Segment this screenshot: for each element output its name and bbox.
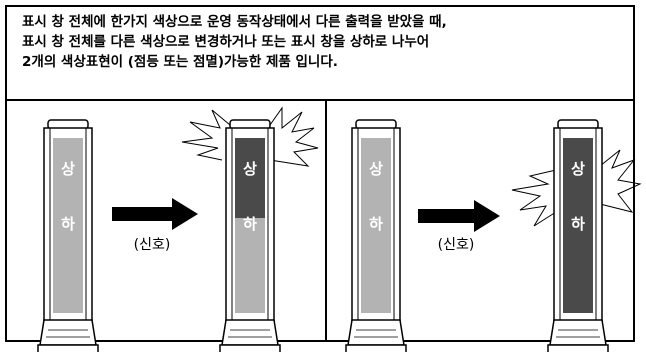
tower-1-unlit <box>31 119 105 352</box>
description-text: 표시 창 전체에 한가지 색상으로 운영 동작상태에서 다른 출력을 받았을 때… <box>22 12 632 72</box>
signal-label-2: (신호) <box>438 237 475 253</box>
tower-4-fully-lit <box>541 119 615 352</box>
tower-1-upper-label: 상 <box>61 160 75 178</box>
tower-3-upper-label: 상 <box>369 160 383 178</box>
description-line-3: 2개의 색상표현이 (점등 또는 점멸)가능한 제품 입니다. <box>22 54 338 70</box>
tower-2-upper-lit <box>213 119 287 352</box>
tower-3-window <box>361 138 391 313</box>
tower-2-lower-window <box>235 218 265 313</box>
tower-2-upper-window <box>235 138 265 218</box>
tower-4-lower-label: 하 <box>571 215 585 233</box>
arrow-1-icon <box>112 198 198 230</box>
tower-4-window <box>563 138 593 313</box>
tower-2-lower-label: 하 <box>243 215 257 233</box>
tower-1-window <box>53 138 83 313</box>
tower-2-upper-label: 상 <box>243 160 257 178</box>
header-divider <box>5 99 635 101</box>
center-divider <box>325 101 327 341</box>
diagram-frame <box>5 5 635 342</box>
signal-label-1: (신호) <box>134 237 171 253</box>
tower-4-upper-label: 상 <box>571 160 585 178</box>
arrow-2-icon <box>418 200 500 232</box>
tower-3-lower-label: 하 <box>369 215 383 233</box>
description-line-1: 표시 창 전체에 한가지 색상으로 운영 동작상태에서 다른 출력을 받았을 때… <box>22 14 447 30</box>
flash-burst-1-icon <box>181 106 319 167</box>
description-line-2: 표시 창 전체를 다른 색상으로 변경하거나 또는 표시 창을 상하로 나누어 <box>22 34 430 50</box>
tower-3-unlit <box>339 119 413 352</box>
flash-burst-2-icon <box>511 149 642 227</box>
tower-1-lower-label: 하 <box>61 215 75 233</box>
